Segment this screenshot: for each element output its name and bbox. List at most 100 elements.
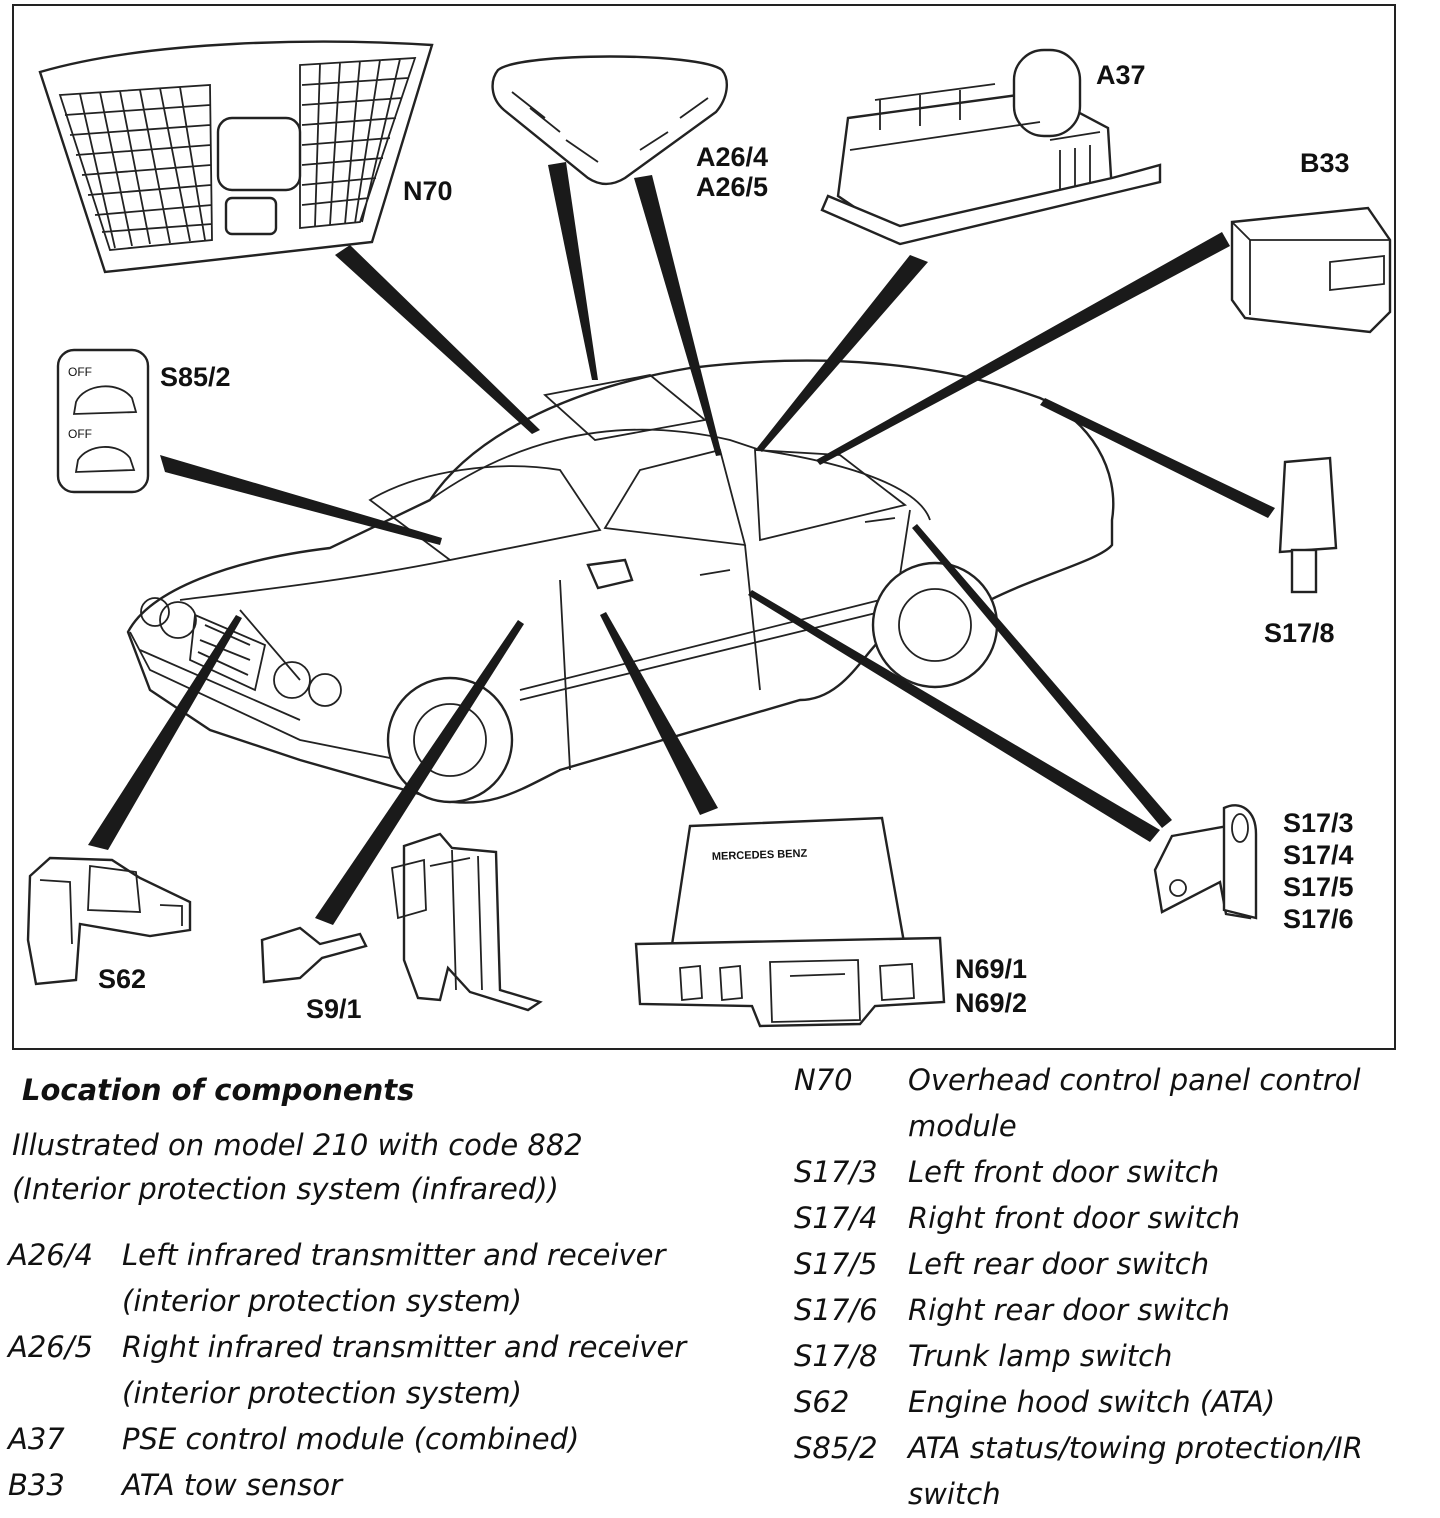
car-door-handle-rear bbox=[864, 517, 896, 523]
label-s17-5: S17/5 bbox=[1283, 872, 1354, 902]
label-a26-5: A26/5 bbox=[696, 172, 768, 202]
n69-module-brand: MERCEDES BENZ bbox=[712, 848, 808, 863]
caption-line-2: (Interior protection system (infrared)) bbox=[12, 1172, 559, 1206]
label-s17-6: S17/6 bbox=[1283, 904, 1354, 934]
legend-description: Right front door switch bbox=[908, 1201, 1241, 1235]
s17-door-switch-illustration bbox=[1153, 804, 1258, 920]
s17-8-switch-body bbox=[1278, 456, 1338, 554]
a37-pse-module-illustration bbox=[820, 48, 1162, 246]
car-headlight-right bbox=[273, 661, 311, 699]
s62-switch-bracket bbox=[26, 856, 192, 986]
car-roof-line bbox=[429, 428, 931, 521]
s9-1-pedal-details bbox=[391, 849, 483, 991]
legend-item: A26/4 Left infrared transmitter and rece… bbox=[8, 1232, 708, 1324]
legend-right: N70 Overhead control panel control modul… bbox=[794, 1057, 1434, 1517]
b33-sensor-body bbox=[1230, 206, 1392, 334]
pointer-b33 bbox=[816, 232, 1230, 465]
label-a26-4: A26/4 bbox=[696, 142, 768, 172]
pointer-n69 bbox=[600, 612, 718, 815]
label-s17-8: S17/8 bbox=[1264, 618, 1335, 648]
car-rear-window bbox=[754, 449, 908, 542]
n69-module-connectors bbox=[679, 959, 915, 1023]
pointer-a26-4 bbox=[548, 162, 598, 380]
legend-description: PSE control module (combined) bbox=[122, 1422, 580, 1456]
n70-overhead-panel-illustration bbox=[38, 40, 434, 274]
car-rear-wheel-hub bbox=[898, 588, 972, 662]
a26-ir-windows bbox=[511, 91, 709, 163]
pointer-s9-1 bbox=[315, 620, 524, 925]
caption-title: Location of components bbox=[22, 1073, 415, 1107]
legend-description: Left infrared transmitter and receiver (… bbox=[122, 1238, 666, 1318]
legend-code: N70 bbox=[794, 1063, 853, 1097]
legend-code: A37 bbox=[8, 1422, 65, 1456]
b33-sensor-details bbox=[1231, 221, 1390, 315]
label-s62: S62 bbox=[98, 964, 146, 994]
n69-module-cover bbox=[668, 816, 907, 960]
a26-ir-transmitter-illustration bbox=[491, 55, 728, 186]
legend-item: S17/5 Left rear door switch bbox=[794, 1241, 1434, 1287]
pointer-s62 bbox=[88, 615, 242, 850]
legend-description: Left rear door switch bbox=[908, 1247, 1210, 1281]
a37-connectors bbox=[849, 83, 1101, 190]
s62-switch-details bbox=[39, 864, 183, 945]
s85-2-car-icon-bottom bbox=[74, 446, 136, 473]
legend-code: S85/2 bbox=[794, 1431, 878, 1465]
pointer-s17-8 bbox=[1040, 398, 1275, 518]
legend-code: S17/5 bbox=[794, 1247, 878, 1281]
car-headlight-right2 bbox=[308, 673, 342, 707]
a37-pump-cylinder bbox=[1012, 48, 1082, 138]
legend-description: Trunk lamp switch bbox=[908, 1339, 1173, 1373]
car-mirror bbox=[586, 558, 634, 590]
label-a37: A37 bbox=[1096, 60, 1146, 90]
car-headlight-inner bbox=[140, 597, 170, 627]
legend-item: S17/6 Right rear door switch bbox=[794, 1287, 1434, 1333]
car-side-molding bbox=[519, 599, 881, 701]
car-headlight-left bbox=[159, 601, 197, 639]
legend-item: A26/5 Right infrared transmitter and rec… bbox=[8, 1324, 708, 1416]
car-hood-line bbox=[179, 559, 451, 681]
legend-code: A26/5 bbox=[8, 1330, 93, 1364]
legend-description: Left front door switch bbox=[908, 1155, 1220, 1189]
car-rear-wheel bbox=[871, 561, 999, 689]
label-s17-4: S17/4 bbox=[1283, 840, 1354, 870]
legend-item: B33 ATA tow sensor bbox=[8, 1462, 708, 1508]
label-n69-1: N69/1 bbox=[955, 954, 1027, 984]
s85-2-off-label-bottom: OFF bbox=[68, 427, 92, 441]
car-windshield bbox=[368, 465, 602, 561]
car-front-bumper bbox=[129, 631, 401, 761]
legend-code: S62 bbox=[794, 1385, 850, 1419]
pointer-n70 bbox=[335, 245, 540, 434]
label-b33: B33 bbox=[1300, 148, 1350, 178]
legend-description: Right rear door switch bbox=[908, 1293, 1230, 1327]
legend-description: ATA status/towing protection/IR switch bbox=[908, 1431, 1363, 1511]
caption-line-1: Illustrated on model 210 with code 882 bbox=[12, 1128, 583, 1162]
s17-8-switch-plunger bbox=[1290, 548, 1318, 594]
s85-2-off-label-top: OFF bbox=[68, 365, 92, 379]
pointer-s17-3 bbox=[748, 590, 1160, 842]
legend-item: S17/8 Trunk lamp switch bbox=[794, 1333, 1434, 1379]
legend-item: N70 Overhead control panel control modul… bbox=[794, 1057, 1434, 1149]
legend-code: S17/6 bbox=[794, 1293, 878, 1327]
car-illustration bbox=[126, 359, 1115, 804]
legend-description: Overhead control panel control module bbox=[908, 1063, 1361, 1143]
legend-code: A26/4 bbox=[8, 1238, 93, 1272]
car-front-wheel-hub bbox=[413, 703, 487, 777]
label-s17-3: S17/3 bbox=[1283, 808, 1354, 838]
legend-left: A26/4 Left infrared transmitter and rece… bbox=[8, 1232, 708, 1508]
legend-code: S17/4 bbox=[794, 1201, 878, 1235]
legend-code: S17/3 bbox=[794, 1155, 878, 1189]
pointer-lines bbox=[88, 162, 1275, 925]
car-door-handle-front bbox=[699, 569, 731, 576]
s9-1-brake-switch-illustration bbox=[260, 832, 543, 1012]
legend-code: B33 bbox=[8, 1468, 65, 1502]
b33-tow-sensor-illustration bbox=[1230, 206, 1392, 334]
label-s85-2: S85/2 bbox=[160, 362, 231, 392]
pointer-a37 bbox=[757, 255, 928, 452]
s17-door-switch-plate bbox=[1222, 804, 1258, 920]
s17-8-switch-illustration bbox=[1278, 456, 1338, 594]
legend-item: S17/3 Left front door switch bbox=[794, 1149, 1434, 1195]
legend-item: A37 PSE control module (combined) bbox=[8, 1416, 708, 1462]
component-location-diagram: OFF OFF MERCEDES BENZ N70 A26/4 A26/5 A3… bbox=[26, 40, 1392, 1028]
legend-item: S85/2 ATA status/towing protection/IR sw… bbox=[794, 1425, 1434, 1517]
n70-lamp-button bbox=[224, 196, 278, 236]
